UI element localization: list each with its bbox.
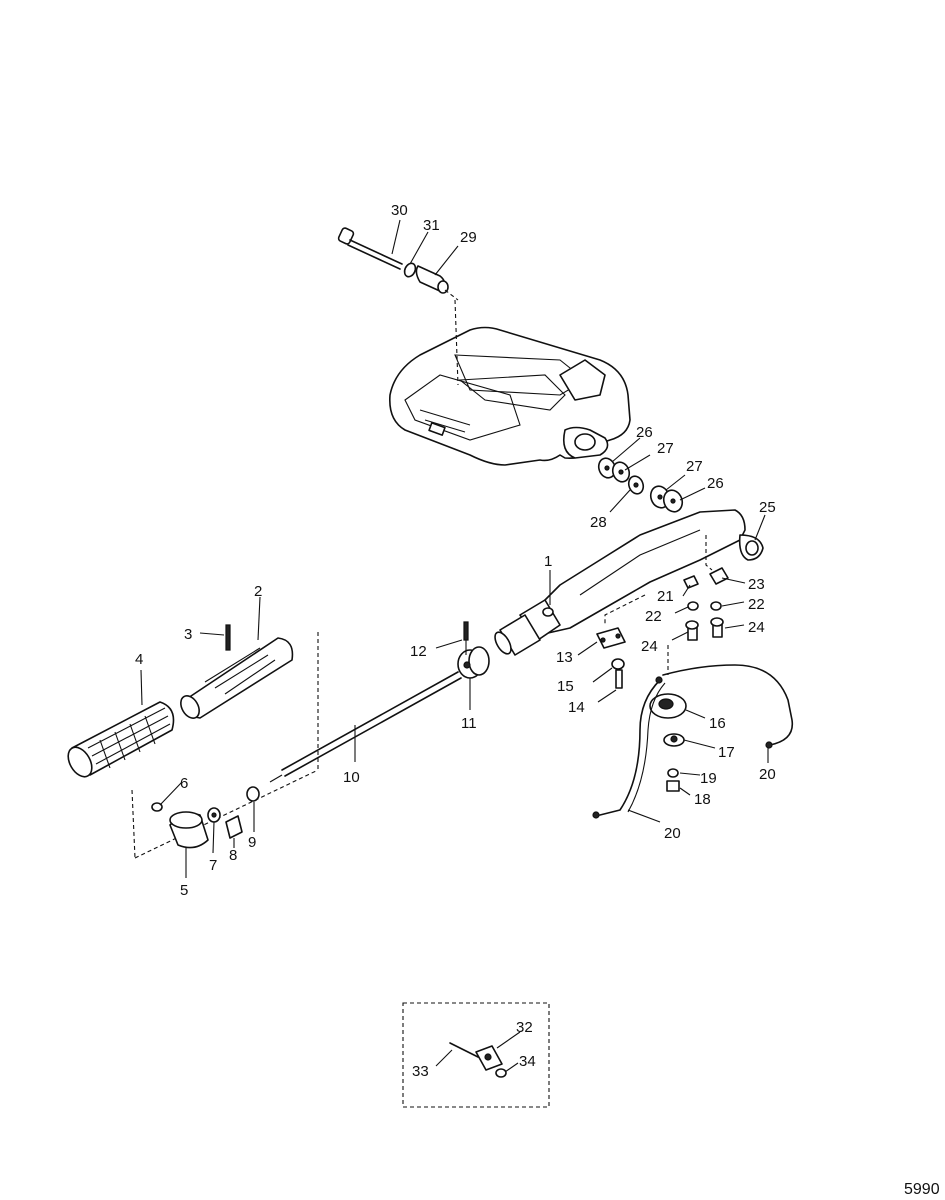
callout-21: 21 <box>657 588 674 605</box>
callout-22b: 22 <box>748 596 765 613</box>
shift-gear <box>457 621 490 679</box>
callout-26a: 26 <box>636 424 653 441</box>
callout-16: 16 <box>709 715 726 732</box>
callout-2: 2 <box>254 583 262 600</box>
callout-18: 18 <box>694 791 711 808</box>
pivot-washers <box>597 457 684 513</box>
bracket-bolt-assembly <box>337 227 459 301</box>
callout-26b: 26 <box>707 475 724 492</box>
callout-24a: 24 <box>641 638 658 655</box>
callout-32: 32 <box>516 1019 533 1036</box>
leader-lines <box>140 219 769 1073</box>
callout-7: 7 <box>209 857 217 874</box>
callout-3: 3 <box>184 626 192 643</box>
throttle-cable-assembly <box>592 664 794 819</box>
callout-20b: 20 <box>664 825 681 842</box>
callout-5: 5 <box>180 882 188 899</box>
callout-19: 19 <box>700 770 717 787</box>
callout-8: 8 <box>229 847 237 864</box>
callout-11: 11 <box>461 715 477 732</box>
callout-20a: 20 <box>759 766 776 783</box>
callout-23: 23 <box>748 576 765 593</box>
tiller-hardware <box>683 567 729 641</box>
mounting-bracket <box>388 299 631 466</box>
callout-31: 31 <box>423 217 440 234</box>
callout-34: 34 <box>519 1053 536 1070</box>
callout-22a: 22 <box>645 608 662 625</box>
callout-14: 14 <box>568 699 585 716</box>
inset-detail-box <box>402 1002 550 1108</box>
callout-9: 9 <box>248 834 256 851</box>
callout-12: 12 <box>410 643 427 660</box>
cable-bracket <box>596 627 626 689</box>
throttle-shaft <box>269 671 462 783</box>
callout-27b: 27 <box>686 458 703 475</box>
callout-15: 15 <box>557 678 574 695</box>
callout-1: 1 <box>544 553 552 570</box>
handle-grip <box>67 624 319 859</box>
callout-25: 25 <box>759 499 776 516</box>
figure-code: 5990 <box>904 1181 940 1198</box>
callout-13: 13 <box>556 649 573 666</box>
callout-33: 33 <box>412 1063 429 1080</box>
callout-10: 10 <box>343 769 360 786</box>
callout-28: 28 <box>590 514 607 531</box>
grip-end-parts <box>151 786 260 849</box>
callout-labels: 30 31 29 26 27 27 26 28 25 1 23 21 22 22… <box>135 202 940 1198</box>
callout-29: 29 <box>460 229 477 246</box>
callout-4: 4 <box>135 651 143 668</box>
callout-17: 17 <box>718 744 735 761</box>
tiller-arm <box>494 509 764 675</box>
callout-6: 6 <box>180 775 188 792</box>
callout-30: 30 <box>391 202 408 219</box>
callout-27a: 27 <box>657 440 674 457</box>
callout-24b: 24 <box>748 619 765 636</box>
